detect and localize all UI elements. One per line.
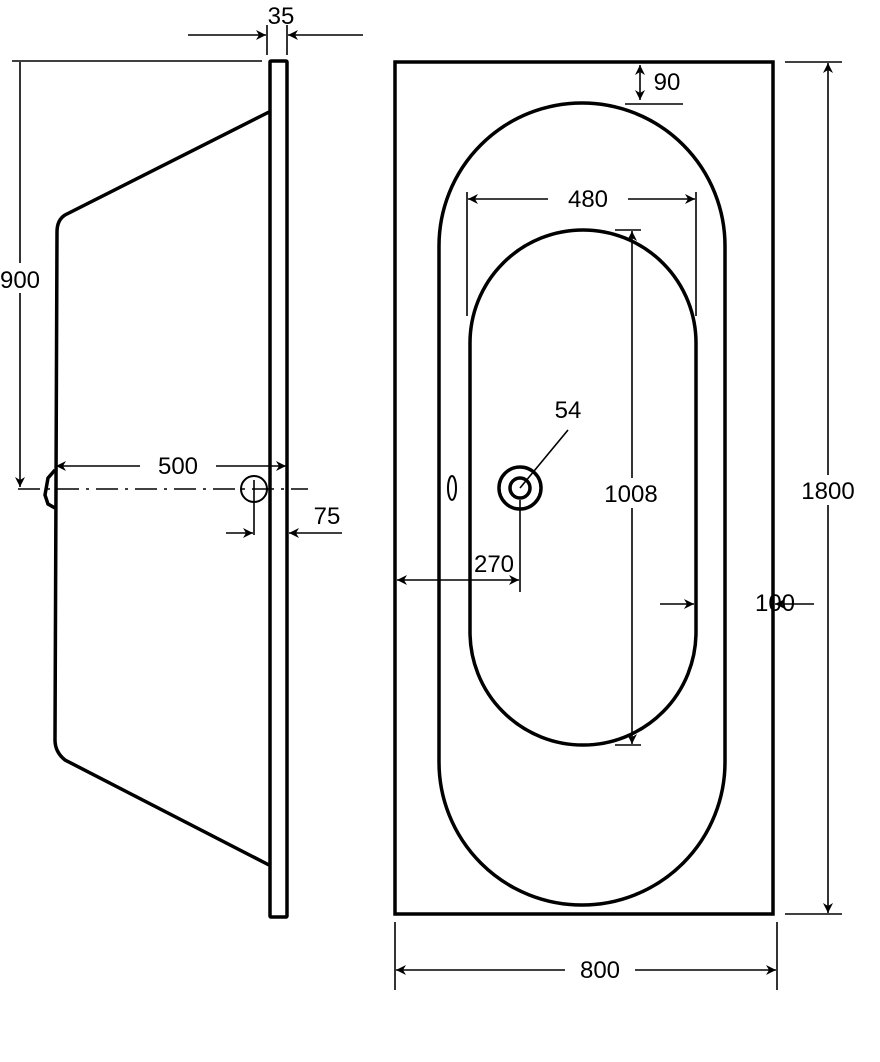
dimension-width: 800 bbox=[580, 957, 620, 984]
dimension-inner-length: 1008 bbox=[604, 481, 657, 508]
tub-outer-rectangle bbox=[393, 60, 775, 916]
dimension-rim-side: 100 bbox=[755, 590, 795, 617]
overflow-slot bbox=[447, 475, 457, 501]
outer-basin-oval bbox=[437, 101, 727, 907]
dimension-length: 1800 bbox=[801, 478, 854, 505]
dimension-rim-top: 90 bbox=[654, 69, 681, 96]
dimension-depth: 900 bbox=[0, 267, 40, 294]
tub-body-outline bbox=[53, 110, 270, 867]
dimension-inner-width: 480 bbox=[568, 186, 608, 213]
overflow-fitting bbox=[43, 468, 57, 510]
side-view: 35 900 500 75 bbox=[0, 3, 363, 919]
dimension-waste-diameter: 54 bbox=[555, 397, 582, 424]
waste-inner-ring bbox=[508, 476, 532, 500]
dimension-waste-from-side: 270 bbox=[474, 551, 514, 578]
inner-basin-oval bbox=[468, 228, 698, 747]
dimension-rim-thickness: 35 bbox=[268, 3, 295, 30]
dimension-waste-from-end: 500 bbox=[158, 453, 198, 480]
dimension-waste-offset: 75 bbox=[314, 503, 341, 530]
plan-view: 90 480 1008 54 270 100 1800 800 bbox=[393, 60, 861, 990]
